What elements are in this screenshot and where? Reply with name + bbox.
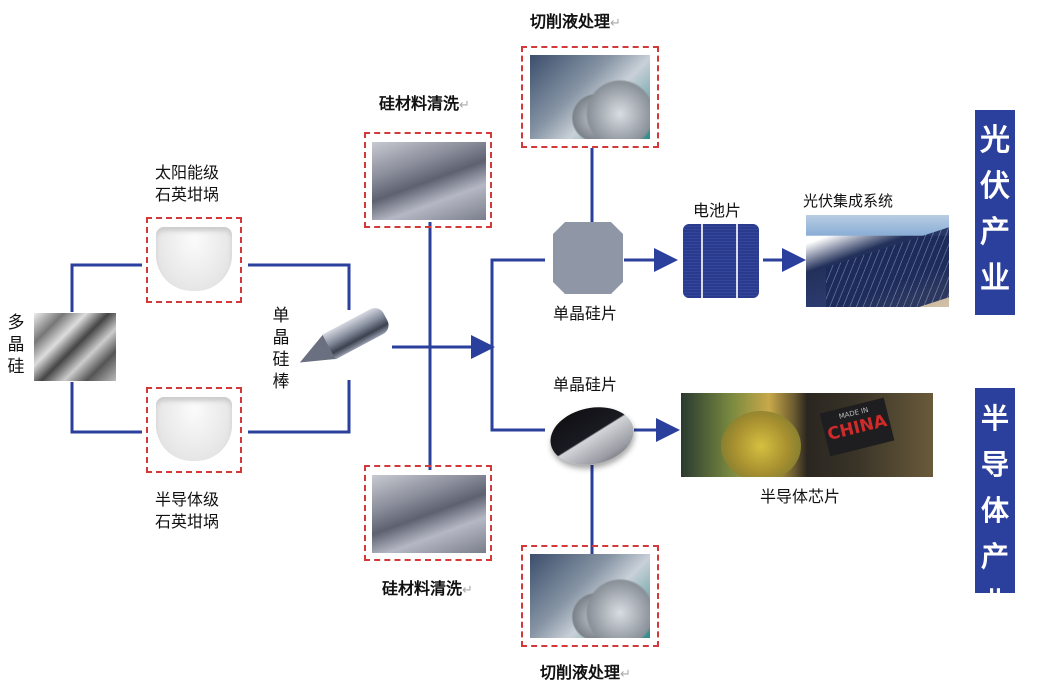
semi-crucible-label-2: 石英坩埚 <box>155 512 220 531</box>
pv-system-label: 光伏集成系统 <box>803 192 894 210</box>
silicon-scrap-image <box>372 475 486 553</box>
solar-cell-image <box>683 224 759 298</box>
line-poly-to-semi-crucible <box>70 382 142 434</box>
pv-industry-banner: 光伏产业 <box>975 110 1015 315</box>
polysilicon-chunks-image <box>34 313 116 381</box>
polysilicon-label: 多晶硅 <box>7 313 25 377</box>
semi-crucible-frame <box>146 387 242 473</box>
cleaning-bottom-frame <box>364 465 492 561</box>
solar-crucible-label-1: 太阳能级 <box>155 163 220 182</box>
square-wafer-image <box>553 222 623 294</box>
quartz-crucible-image <box>156 227 232 291</box>
cleaning-top-label: 硅材料清洗↵ <box>379 94 470 113</box>
semi-industry-text: 半导体产业 <box>980 402 1009 619</box>
semi-wafer-label: 单晶硅片 <box>553 375 618 394</box>
chip-label: 半导体芯片 <box>760 487 841 506</box>
pv-wafer-label: 单晶硅片 <box>553 304 618 323</box>
semi-crucible-label-1: 半导体级 <box>155 490 220 509</box>
semi-industry-banner: 半导体产业 <box>975 388 1015 619</box>
chip-image: MADE IN CHINA <box>681 393 933 477</box>
line-split-bracket <box>490 258 545 432</box>
line-solar-crucible-to-ingot <box>248 263 351 310</box>
solar-panels-image <box>806 215 949 307</box>
cpu-chip: MADE IN CHINA <box>819 397 895 457</box>
line-semi-crucible-to-ingot <box>248 380 351 434</box>
cutting-fluid-top-frame <box>521 46 659 148</box>
cutting-fluid-top-label: 切削液处理↵ <box>530 12 621 31</box>
cutting-fluid-bottom-frame <box>521 545 659 647</box>
quartz-crucible-image <box>156 397 232 461</box>
ingot-label: 单晶硅棒 <box>272 306 290 392</box>
solar-crucible-label-2: 石英坩埚 <box>155 185 220 204</box>
cutting-fluid-bottom-label: 切削液处理↵ <box>540 663 631 682</box>
wafer-chip-decor <box>721 411 801 477</box>
pv-industry-text: 光伏产业 <box>980 123 1010 296</box>
line-poly-to-solar-crucible <box>70 263 142 312</box>
cleaning-top-frame <box>364 132 492 228</box>
factory-tanks-image <box>530 554 650 638</box>
factory-tanks-image <box>530 55 650 139</box>
cleaning-bottom-label: 硅材料清洗↵ <box>382 579 473 598</box>
solar-crucible-frame <box>146 217 242 303</box>
silicon-scrap-image <box>372 142 486 220</box>
cell-label: 电池片 <box>693 201 742 220</box>
